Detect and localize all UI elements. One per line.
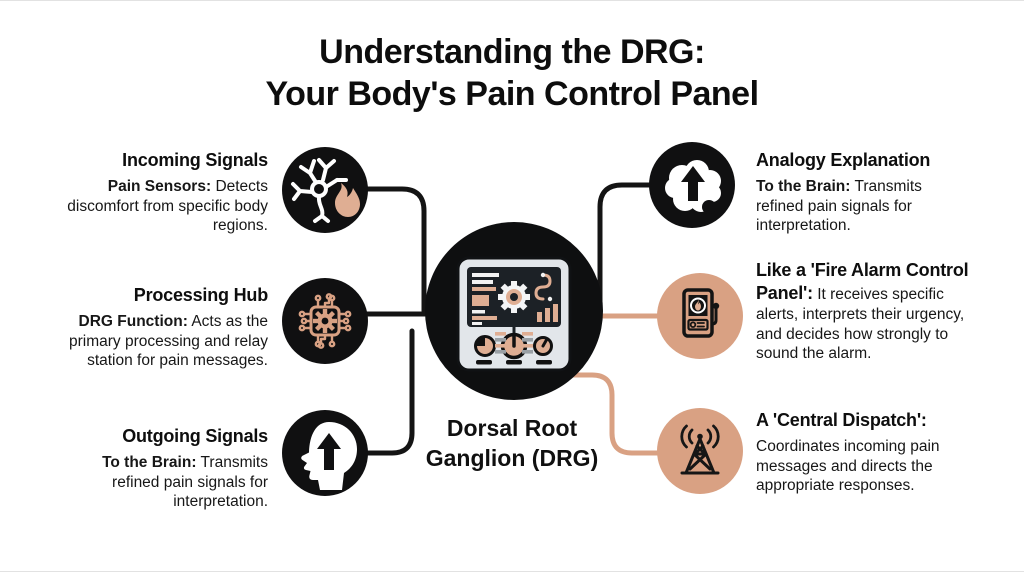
- item-title: Analogy Explanation: [756, 150, 931, 170]
- hub-label: Dorsal Root Ganglion (DRG): [362, 413, 662, 473]
- neuron-flame-icon: [282, 147, 368, 233]
- item-title: Outgoing Signals: [122, 426, 268, 446]
- item-title: Incoming Signals: [122, 150, 268, 170]
- item-body: Like a 'Fire Alarm Control Panel': It re…: [756, 260, 969, 362]
- hub-label-line1: Dorsal Root: [446, 415, 578, 441]
- item-body: Pain Sensors: Detects discomfort from sp…: [67, 178, 268, 234]
- connector-analogy-explanation: [597, 182, 659, 314]
- item-incoming-signals: Incoming Signals Pain Sensors: Detects d…: [63, 149, 268, 236]
- item-title: Processing Hub: [133, 285, 268, 305]
- item-central-dispatch-analogy: A 'Central Dispatch': Coordinates incomi…: [756, 409, 961, 496]
- item-body: To the Brain: Transmits refined pain sig…: [102, 454, 268, 510]
- item-body: Coordinates incoming pain messages and d…: [756, 438, 940, 494]
- page-title-line2: Your Body's Pain Control Panel: [265, 75, 759, 113]
- control-panel-icon: [425, 222, 603, 400]
- item-body: DRG Function: Acts as the primary proces…: [68, 313, 268, 369]
- head-up-arrow-icon: [282, 410, 368, 496]
- page-title: Understanding the DRG: Your Body's Pain …: [0, 31, 1024, 115]
- item-outgoing-signals: Outgoing Signals To the Brain: Transmits…: [63, 425, 268, 512]
- page-title-line1: Understanding the DRG:: [319, 33, 705, 71]
- fire-alarm-panel-icon: [657, 273, 743, 359]
- item-title: A 'Central Dispatch':: [756, 410, 927, 430]
- item-processing-hub: Processing Hub DRG Function: Acts as the…: [46, 284, 268, 371]
- item-fire-alarm-analogy: Like a 'Fire Alarm Control Panel': It re…: [756, 259, 974, 364]
- connector-incoming-signals: [359, 186, 427, 314]
- item-analogy-explanation: Analogy Explanation To the Brain: Transm…: [756, 149, 961, 236]
- connector-outgoing-signals: [359, 328, 415, 456]
- radio-tower-icon: [657, 408, 743, 494]
- hub-label-line2: Ganglion (DRG): [425, 445, 599, 471]
- connector-central-dispatch: [552, 372, 665, 456]
- microchip-gear-icon: [282, 278, 368, 364]
- brain-up-arrow-icon: [649, 142, 735, 228]
- drg-hub: [425, 222, 603, 400]
- item-body: To the Brain: Transmits refined pain sig…: [756, 178, 922, 234]
